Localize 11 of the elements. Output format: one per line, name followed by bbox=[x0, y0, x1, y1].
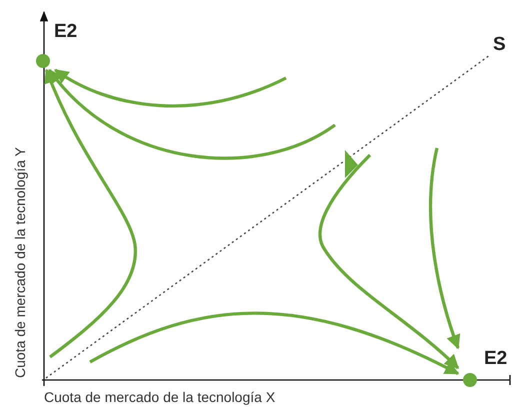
point-label: E2 bbox=[54, 22, 78, 42]
trajectory-arrow bbox=[48, 68, 336, 160]
line-label: S bbox=[493, 34, 506, 56]
trajectory-arrow bbox=[318, 154, 460, 370]
trajectory-arrow bbox=[44, 68, 137, 358]
trajectory-arrow bbox=[428, 148, 460, 350]
axis-title: Cuota de mercado de la tecnología X bbox=[44, 389, 276, 405]
trajectory-arrow bbox=[54, 68, 287, 108]
trajectory-arrow bbox=[89, 312, 460, 376]
axis-title: Cuota de mercado de la tecnología Y bbox=[12, 147, 28, 378]
point-label: E2 bbox=[484, 349, 508, 369]
